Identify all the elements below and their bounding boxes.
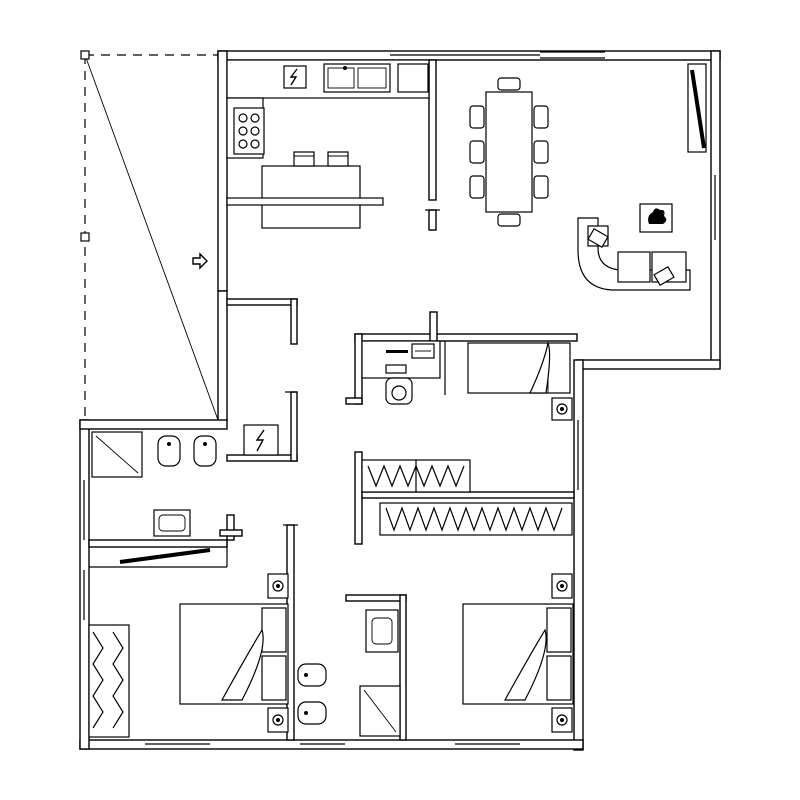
radiator-left-bed-top — [267, 573, 289, 599]
center-bidet — [297, 701, 327, 725]
center-shower — [359, 685, 401, 737]
interior-walls — [88, 59, 578, 741]
single-bed — [467, 340, 571, 394]
kitchen-sink-icon — [323, 63, 391, 93]
left-wardrobe — [88, 624, 130, 738]
electrical-panel-icon — [283, 65, 307, 89]
utility-panel — [243, 424, 279, 456]
living-area — [577, 63, 707, 291]
toilet — [193, 435, 217, 467]
radiator-left-bed-bottom — [267, 707, 289, 733]
center-toilet — [297, 663, 327, 687]
sink-icon — [153, 509, 191, 537]
closet-bottom — [379, 502, 573, 536]
double-bed-left — [179, 603, 289, 705]
radiator-right-bed-bottom — [551, 707, 573, 733]
sofa — [577, 217, 691, 291]
double-bed-right — [462, 603, 574, 705]
exterior-walls — [79, 50, 721, 751]
study-desk — [361, 340, 441, 405]
radiator-icon — [551, 397, 573, 421]
entrance-arrow-icon — [192, 252, 208, 270]
bidet — [157, 435, 181, 467]
plant-icon — [639, 203, 673, 233]
shower — [91, 431, 143, 478]
dining-table — [469, 77, 549, 227]
center-sink — [365, 609, 399, 653]
desk-chair — [385, 377, 413, 405]
kitchen — [226, 59, 430, 229]
left-bathroom — [91, 431, 217, 564]
center-bathroom — [297, 609, 401, 737]
radiator-right-bed-top — [551, 573, 573, 599]
stove-icon — [233, 107, 265, 155]
terrace-outline — [80, 50, 219, 421]
closet-top — [361, 459, 471, 493]
